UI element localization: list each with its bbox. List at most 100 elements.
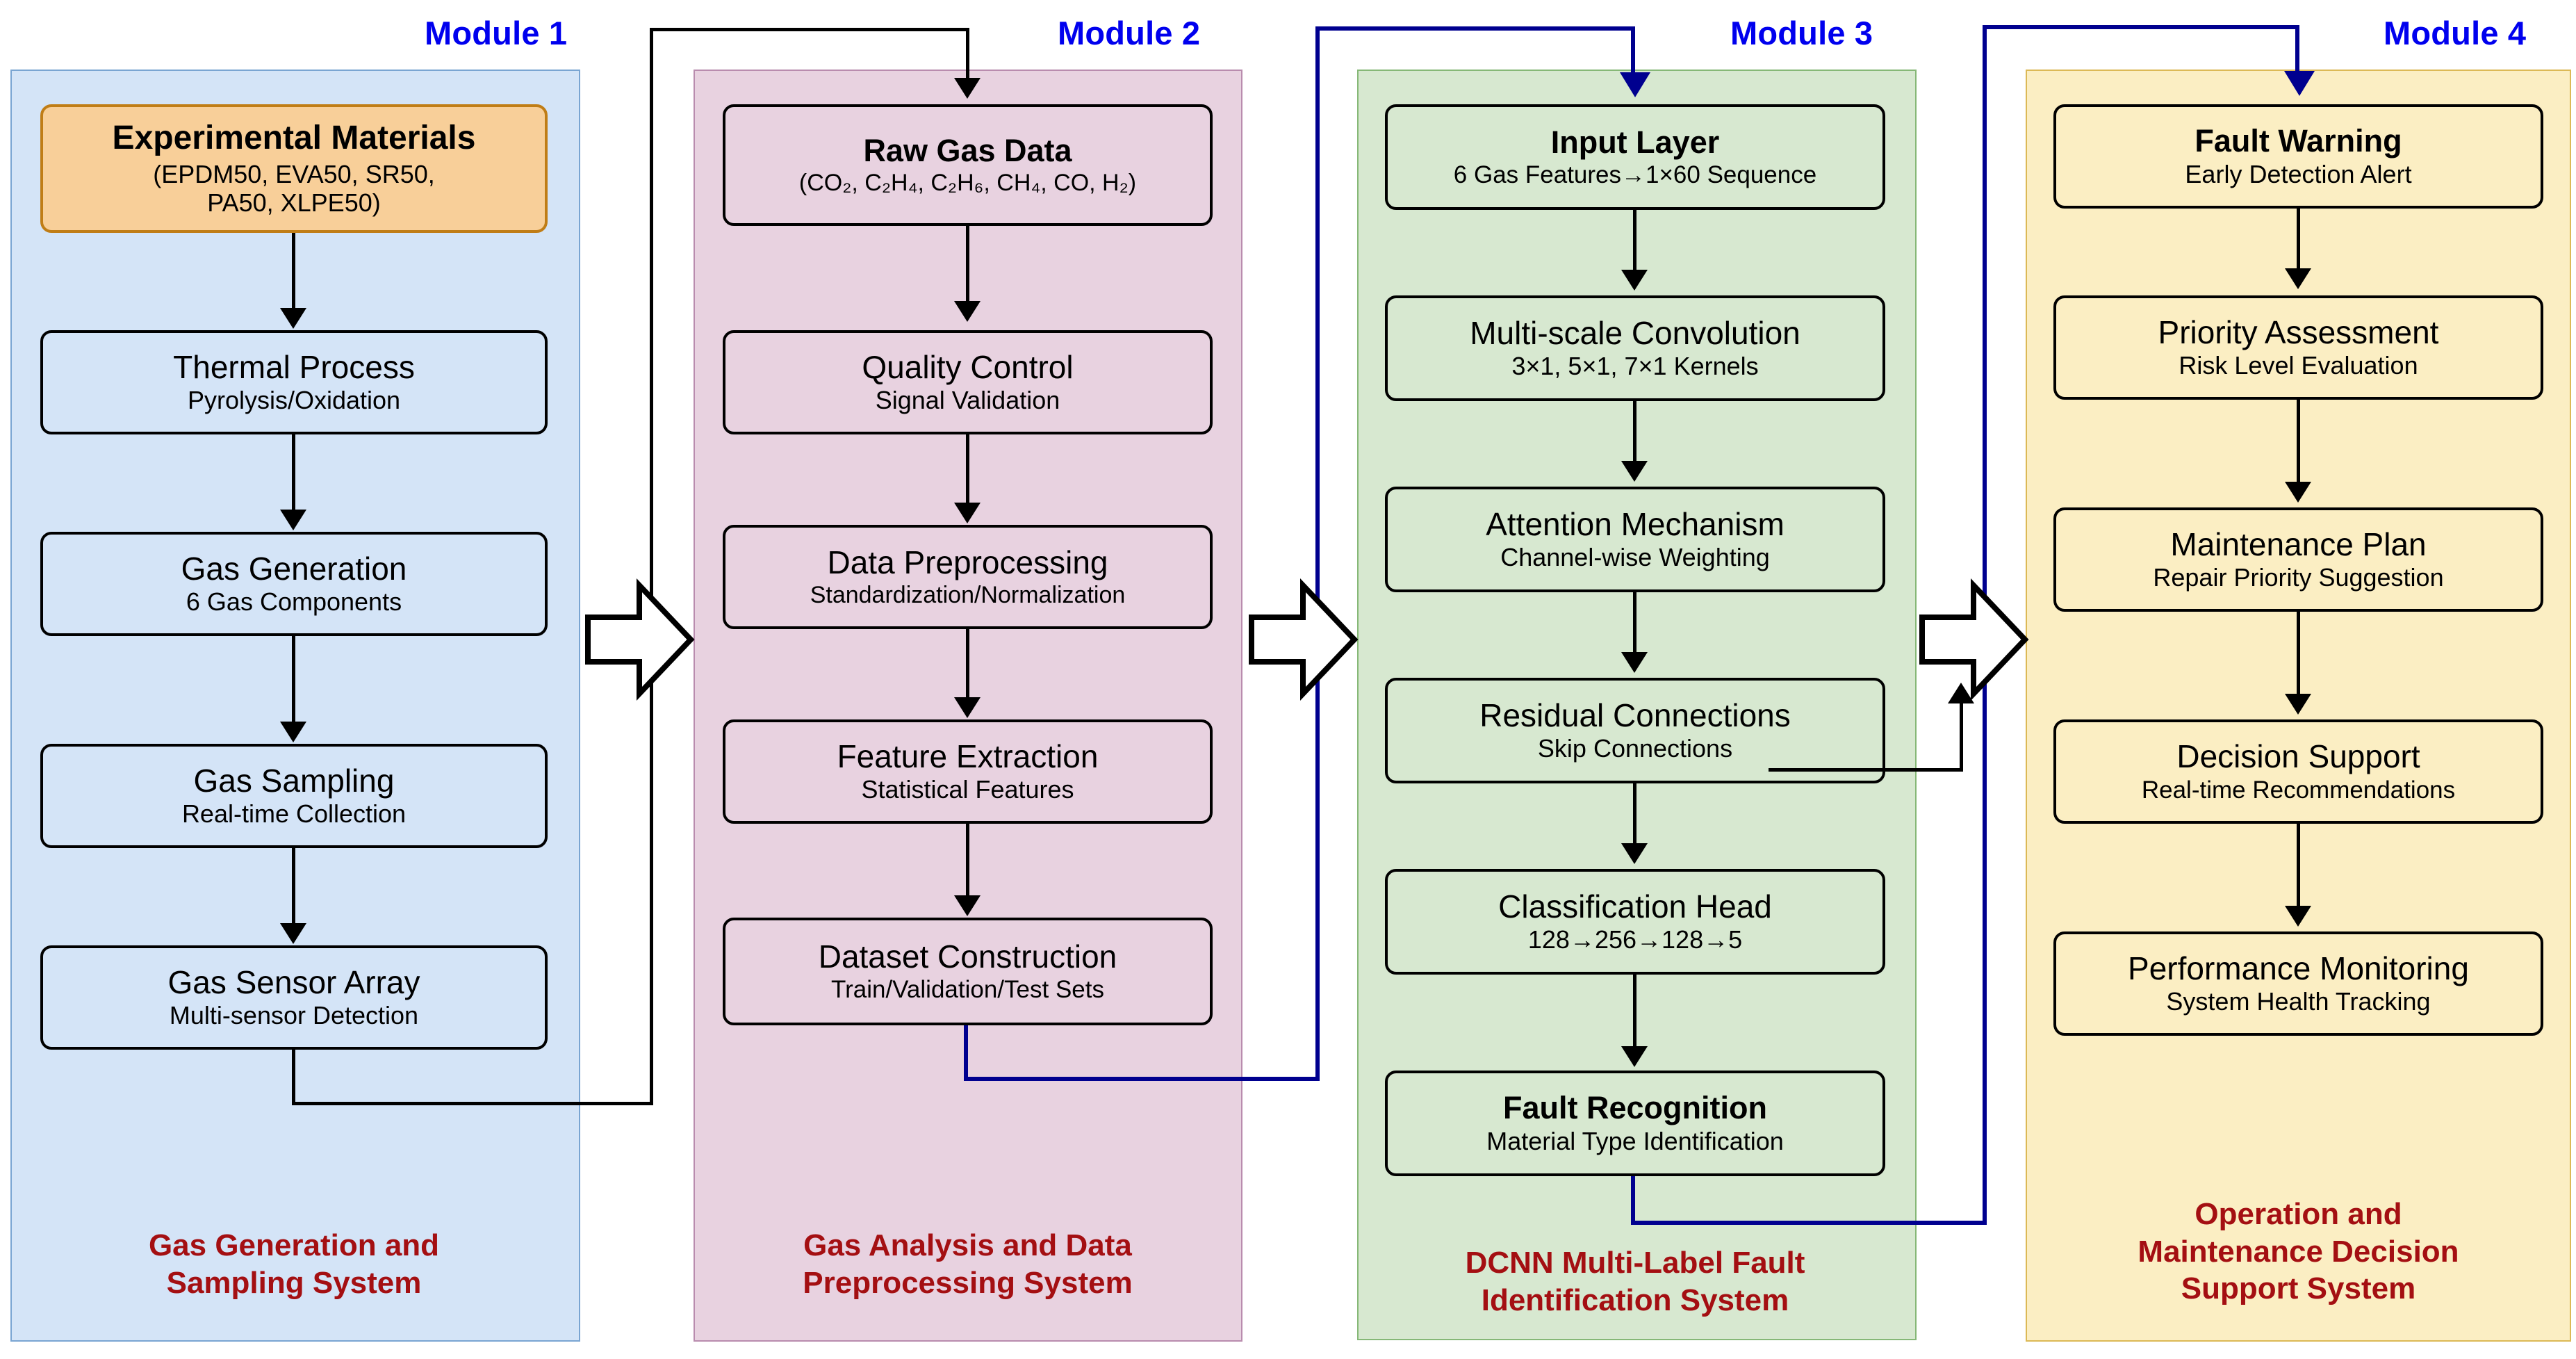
flow-line <box>292 848 295 925</box>
node-fault-recognition[interactable]: Fault Recognition Material Type Identifi… <box>1385 1071 1885 1176</box>
flow-line <box>1633 401 1636 464</box>
node-title: Dataset Construction <box>818 938 1117 975</box>
module-3-tag: Module 3 <box>1730 15 1873 51</box>
node-title: Attention Mechanism <box>1486 505 1785 542</box>
node-maintenance-plan[interactable]: Maintenance Plan Repair Priority Suggest… <box>2053 507 2543 612</box>
node-gas-sensor-array[interactable]: Gas Sensor Array Multi-sensor Detection <box>40 945 548 1050</box>
node-attention-mechanism[interactable]: Attention Mechanism Channel-wise Weighti… <box>1385 487 1885 592</box>
module-3-system-label: DCNN Multi-Label Fault Identification Sy… <box>1465 1246 1805 1317</box>
node-classification-head[interactable]: Classification Head 128→256→128→5 <box>1385 869 1885 975</box>
block-arrow-module2-to-module3 <box>1247 577 1359 702</box>
module-4-system-label: Operation and Maintenance Decision Suppo… <box>2138 1197 2459 1306</box>
node-title: Performance Monitoring <box>2128 950 2469 986</box>
flow-line <box>966 434 969 504</box>
node-title: Feature Extraction <box>837 738 1099 774</box>
node-quality-control[interactable]: Quality Control Signal Validation <box>723 330 1213 434</box>
flow-line <box>2297 824 2300 907</box>
node-subtitle: (CO₂, C₂H₄, C₂H₆, CH₄, CO, H₂) <box>798 170 1137 197</box>
flow-arrowhead <box>1621 461 1648 482</box>
node-experimental-materials[interactable]: Experimental Materials (EPDM50, EVA50, S… <box>40 104 548 233</box>
m2-to-m3-route-line <box>1315 26 1635 31</box>
node-title: Residual Connections <box>1479 697 1791 733</box>
flow-arrowhead <box>954 697 981 718</box>
node-gas-sampling[interactable]: Gas Sampling Real-time Collection <box>40 744 548 848</box>
flow-arrowhead <box>954 301 981 322</box>
node-title: Gas Sampling <box>193 762 395 799</box>
node-feature-extraction[interactable]: Feature Extraction Statistical Features <box>723 719 1213 824</box>
node-fault-warning[interactable]: Fault Warning Early Detection Alert <box>2053 104 2543 209</box>
flow-arrowhead <box>1621 270 1648 291</box>
node-title: Fault Recognition <box>1503 1090 1767 1126</box>
module-1-system-label: Gas Generation and Sampling System <box>148 1228 440 1300</box>
node-subtitle: System Health Tracking <box>2166 987 2431 1016</box>
flow-arrowhead <box>1621 652 1648 673</box>
module-2-system-label: Gas Analysis and Data Preprocessing Syst… <box>803 1228 1133 1300</box>
flow-line <box>1633 975 1636 1048</box>
flow-arrowhead <box>2285 482 2311 503</box>
m1-to-m2-route-line <box>292 1050 295 1105</box>
flow-arrowhead <box>280 722 306 742</box>
node-subtitle: 128→256→128→5 <box>1527 925 1743 954</box>
m2-to-m3-route-line <box>1631 26 1635 76</box>
skip-connection-line <box>1769 768 1963 772</box>
skip-connection-arrowhead <box>1948 683 1974 703</box>
flow-arrowhead <box>954 895 981 916</box>
node-subtitle: Signal Validation <box>875 386 1060 415</box>
node-title: Quality Control <box>862 348 1074 385</box>
block-arrow-module3-to-module4 <box>1918 577 2029 702</box>
flow-line <box>292 434 295 511</box>
m3-to-m4-route-line <box>1631 1221 1987 1225</box>
m1-to-m2-route-line <box>650 28 969 31</box>
m2-to-m3-route-line <box>964 1077 1320 1081</box>
node-subtitle: Real-time Recommendations <box>2141 776 2456 804</box>
node-title: Multi-scale Convolution <box>1470 314 1800 351</box>
module-1-panel <box>10 70 580 1342</box>
node-decision-support[interactable]: Decision Support Real-time Recommendatio… <box>2053 719 2543 824</box>
node-subtitle: Early Detection Alert <box>2185 159 2412 188</box>
module-1-tag: Module 1 <box>425 15 568 51</box>
node-subtitle: Material Type Identification <box>1486 1126 1784 1155</box>
node-subtitle: (EPDM50, EVA50, SR50, PA50, XLPE50) <box>153 159 435 218</box>
flow-line <box>966 226 969 302</box>
m1-to-m2-arrowhead <box>954 78 981 99</box>
node-raw-gas-data[interactable]: Raw Gas Data (CO₂, C₂H₄, C₂H₆, CH₄, CO, … <box>723 104 1213 226</box>
node-title: Data Preprocessing <box>827 544 1108 580</box>
node-input-layer[interactable]: Input Layer 6 Gas Features→1×60 Sequence <box>1385 104 1885 210</box>
flow-line <box>966 824 969 897</box>
flow-line <box>2297 209 2300 271</box>
node-dataset-construction[interactable]: Dataset Construction Train/Validation/Te… <box>723 918 1213 1025</box>
flow-arrowhead <box>2285 906 2311 927</box>
node-priority-assessment[interactable]: Priority Assessment Risk Level Evaluatio… <box>2053 295 2543 400</box>
node-data-preprocessing[interactable]: Data Preprocessing Standardization/Norma… <box>723 525 1213 629</box>
m2-to-m3-route-line <box>1315 26 1320 1081</box>
flow-line <box>2297 612 2300 695</box>
node-residual-connections[interactable]: Residual Connections Skip Connections <box>1385 678 1885 783</box>
node-multiscale-convolution[interactable]: Multi-scale Convolution 3×1, 5×1, 7×1 Ke… <box>1385 295 1885 401</box>
node-subtitle: Channel-wise Weighting <box>1500 543 1770 572</box>
flow-arrowhead <box>1621 843 1648 864</box>
node-title: Priority Assessment <box>2158 314 2439 350</box>
node-title: Experimental Materials <box>112 119 476 156</box>
node-subtitle: 6 Gas Components <box>186 587 402 617</box>
node-thermal-process[interactable]: Thermal Process Pyrolysis/Oxidation <box>40 330 548 434</box>
flow-arrowhead <box>280 923 306 944</box>
flow-arrowhead <box>954 503 981 523</box>
node-subtitle: Risk Level Evaluation <box>2179 351 2418 380</box>
node-subtitle: Statistical Features <box>861 775 1074 804</box>
node-title: Raw Gas Data <box>863 132 1072 168</box>
node-title: Gas Sensor Array <box>167 963 420 1000</box>
node-subtitle: Pyrolysis/Oxidation <box>187 386 401 415</box>
node-subtitle: Train/Validation/Test Sets <box>831 976 1104 1004</box>
node-title: Maintenance Plan <box>2170 526 2427 562</box>
flow-arrowhead <box>2285 268 2311 289</box>
node-subtitle: Multi-sensor Detection <box>169 1001 419 1030</box>
node-performance-monitoring[interactable]: Performance Monitoring System Health Tra… <box>2053 931 2543 1036</box>
node-gas-generation[interactable]: Gas Generation 6 Gas Components <box>40 532 548 636</box>
m3-to-m4-route-line <box>1631 1176 1635 1225</box>
flow-line <box>1633 210 1636 272</box>
flow-line <box>966 629 969 699</box>
node-title: Classification Head <box>1498 888 1772 925</box>
m1-to-m2-route-line <box>650 28 653 1105</box>
m1-to-m2-route-line <box>292 1102 653 1105</box>
